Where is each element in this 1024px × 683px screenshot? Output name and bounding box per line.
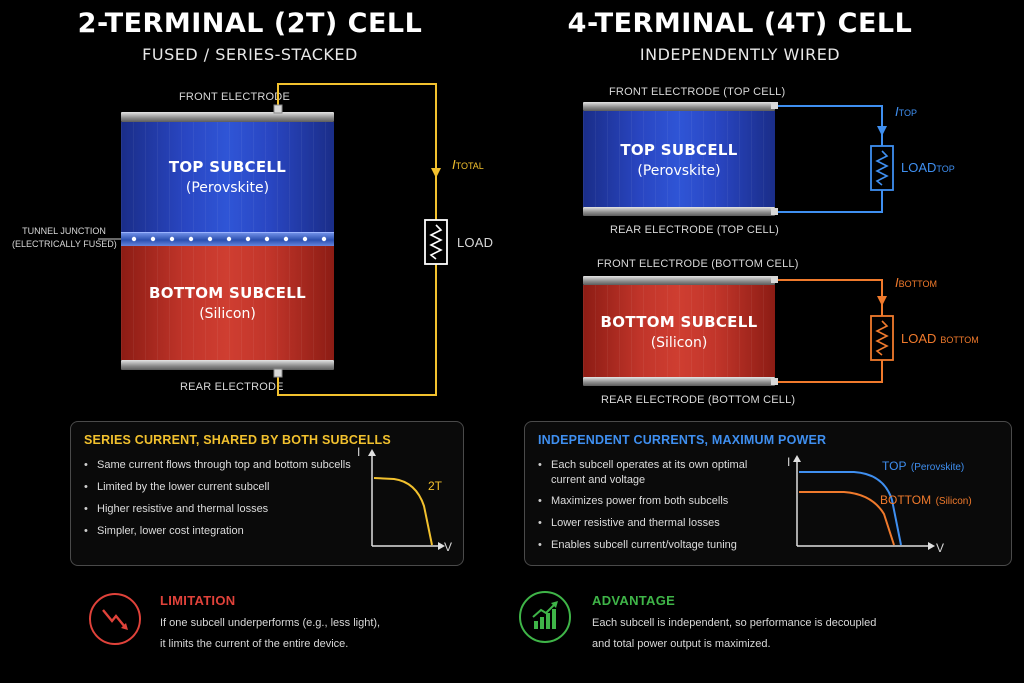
tunnel-junction-label: TUNNEL JUNCTION (ELECTRICALLY FUSED)	[12, 226, 117, 249]
advantage-text: Each subcell is independent, so performa…	[592, 617, 877, 650]
chart-2t-curve-label: 2T	[428, 479, 443, 493]
bottom-subcell-4t: BOTTOM SUBCELL (Silicon)	[583, 285, 775, 377]
panel-4t-bullets: Each subcell operates at its own optimal…	[538, 458, 760, 560]
panel-4t-title: INDEPENDENT CURRENTS, MAXIMUM POWER	[538, 433, 827, 447]
chart-4t-top-label: TOP (Perovskite)	[882, 459, 965, 473]
current-arrow-top	[877, 126, 887, 136]
limitation-icon	[89, 593, 141, 645]
panel-2t-title: SERIES CURRENT, SHARED BY BOTH SUBCELLS	[84, 433, 391, 447]
list-item: Enables subcell current/voltage tuning	[538, 538, 760, 553]
list-item: Lower resistive and thermal losses	[538, 516, 760, 531]
limitation-text: If one subcell underperforms (e.g., less…	[160, 617, 381, 650]
load-resistor-top	[870, 145, 894, 191]
top-subcell-material: (Perovskite)	[185, 180, 270, 196]
rear-electrode-top-label: REAR ELECTRODE (TOP CELL)	[610, 224, 780, 236]
current-label-2t: ITOTAL	[452, 157, 484, 172]
top-subcell-name: TOP SUBCELL	[168, 158, 287, 176]
rear-electrode-label: REAR ELECTRODE	[180, 381, 284, 393]
top-subcell: TOP SUBCELL (Perovskite)	[121, 122, 334, 232]
front-electrode-top-label: FRONT ELECTRODE (TOP CELL)	[609, 86, 786, 98]
bottom-subcell: BOTTOM SUBCELL (Silicon)	[121, 246, 334, 360]
rear-electrode-top	[583, 207, 775, 216]
front-electrode	[121, 112, 334, 122]
list-item: Same current flows through top and botto…	[84, 458, 354, 473]
front-electrode-bottom-label: FRONT ELECTRODE (BOTTOM CELL)	[597, 258, 799, 270]
iv-chart-2t	[368, 449, 445, 550]
list-item: Each subcell operates at its own optimal…	[538, 458, 760, 488]
front-electrode-bottom	[583, 276, 775, 285]
title-2t: 2-TERMINAL (2T) CELL	[77, 8, 423, 39]
rear-electrode-bottom	[583, 377, 775, 386]
subtitle-4t: INDEPENDENTLY WIRED	[639, 45, 841, 64]
top-subcell-4t-name: TOP SUBCELL	[620, 141, 738, 159]
bottom-subcell-4t-material: (Silicon)	[650, 335, 708, 351]
rear-electrode-bottom-label: REAR ELECTRODE (BOTTOM CELL)	[601, 394, 796, 406]
bottom-subcell-name: BOTTOM SUBCELL	[149, 284, 306, 302]
current-label-bottom: IBOTTOM	[895, 275, 937, 290]
load-resistor-2t	[424, 219, 448, 265]
iv-chart-4t	[793, 455, 935, 550]
current-arrow-bottom	[877, 296, 887, 306]
subtitle-2t: FUSED / SERIES-STACKED	[142, 45, 358, 64]
list-item: Maximizes power from both subcells	[538, 494, 760, 509]
front-electrode-top	[583, 102, 775, 111]
current-label-top: ITOP	[895, 104, 917, 119]
advantage-title: ADVANTAGE	[592, 593, 676, 608]
list-item: Limited by the lower current subcell	[84, 480, 354, 495]
load-resistor-bottom	[870, 315, 894, 361]
chart-4t-y-label: I	[787, 455, 791, 469]
iv-curve-2t	[373, 477, 433, 546]
list-item: Higher resistive and thermal losses	[84, 502, 354, 517]
chart-2t-x-label: V	[444, 540, 453, 554]
chart-4t-bottom-label: BOTTOM (Silicon)	[880, 493, 972, 507]
load-label-top: LOADTOP	[901, 160, 955, 175]
front-electrode-label: FRONT ELECTRODE	[179, 91, 290, 103]
chart-4t-x-label: V	[936, 541, 945, 555]
title-4t: 4-TERMINAL (4T) CELL	[567, 8, 913, 39]
bottom-subcell-4t-name: BOTTOM SUBCELL	[600, 313, 758, 331]
limitation-title: LIMITATION	[160, 593, 236, 608]
current-arrow-2t	[431, 168, 441, 178]
list-item: Simpler, lower cost integration	[84, 524, 354, 539]
top-subcell-4t: TOP SUBCELL (Perovskite)	[583, 111, 775, 207]
panel-2t-bullets: Same current flows through top and botto…	[84, 458, 354, 546]
chart-2t-y-label: I	[357, 445, 361, 459]
iv-curve-bottom	[799, 491, 895, 546]
bottom-subcell-material: (Silicon)	[199, 306, 256, 322]
iv-curve-top	[799, 471, 902, 546]
top-subcell-4t-material: (Perovskite)	[637, 163, 721, 179]
rear-electrode	[121, 360, 334, 370]
advantage-icon	[519, 591, 571, 643]
load-label-2t: LOAD	[457, 235, 494, 250]
